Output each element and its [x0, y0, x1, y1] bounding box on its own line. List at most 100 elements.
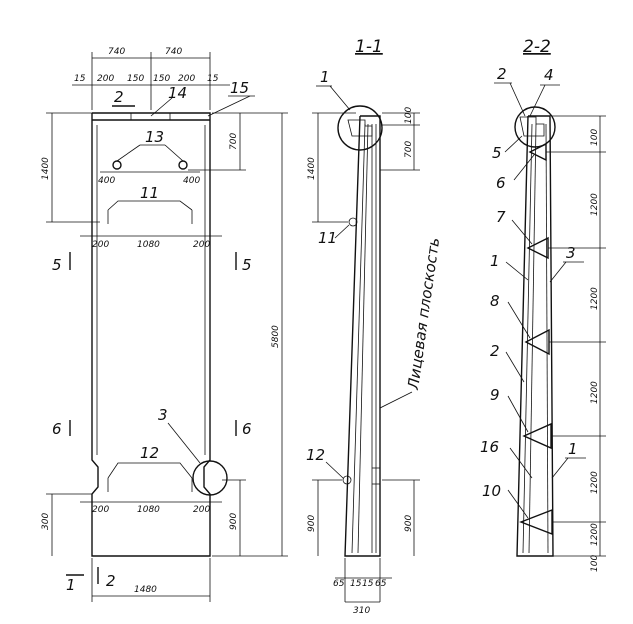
- section-2-label-1b: 1: [568, 440, 578, 458]
- section-2-2: 2-2 2 4 5 6 7 1 8 2 9 16: [480, 37, 606, 572]
- section-2-label-8: 8: [490, 292, 500, 310]
- section-2-label-1: 1: [490, 252, 500, 270]
- section-2-label-7: 7: [496, 208, 506, 226]
- section-1-profile-inner-2: [357, 123, 369, 554]
- section-1-dim-900-right: 900: [404, 515, 414, 532]
- section-2-label-7-leader: [511, 219, 533, 245]
- section-2-top-label: 2: [114, 88, 124, 106]
- label-13: 13: [145, 128, 164, 146]
- bottom-left-dim: 300: [41, 513, 51, 530]
- sub-dim-4: 200: [178, 74, 195, 84]
- pin-dim-upper-2: 200: [193, 240, 210, 250]
- section-1-detail-circle: [337, 105, 383, 151]
- section-2-detail-circle: [514, 106, 556, 148]
- hole-dim-right: 400: [183, 176, 200, 186]
- sub-dim-1: 200: [97, 74, 114, 84]
- section-1-pin-11: [348, 217, 358, 227]
- section-2-rib-8: [524, 328, 550, 356]
- right-dim-700: 700: [229, 133, 239, 150]
- section-5-left-label: 5: [52, 256, 62, 274]
- section-1-label: 1: [66, 576, 76, 594]
- section-1-1-title: 1-1: [355, 37, 383, 57]
- section-2-label-6: 6: [496, 174, 506, 192]
- section-2-label-10-leader: [507, 489, 529, 519]
- lifting-hole-right: [178, 160, 188, 170]
- section-1-profile-outer: [344, 115, 381, 557]
- pin-dim-lower-0: 200: [92, 505, 109, 515]
- section-2-label-6-leader: [513, 154, 535, 181]
- top-dim-left: 740: [108, 47, 125, 57]
- section-2-dim-5: 1200: [590, 523, 600, 546]
- right-dim-900: 900: [229, 513, 239, 530]
- section-2-label-1-leader: [505, 261, 529, 281]
- front-panel-outline: [91, 112, 211, 557]
- section-2-rib-10: [519, 508, 553, 536]
- label-14: 14: [168, 84, 187, 102]
- label-12-front: 12: [140, 444, 159, 462]
- right-dim-5800: 5800: [271, 325, 281, 348]
- section-1-label-11: 11: [318, 229, 337, 247]
- section-2-label-2b-leader: [505, 351, 525, 383]
- section-1-callout: Лицевая плоскость: [404, 236, 443, 391]
- section-2-label-1b-leader: [551, 457, 569, 479]
- sub-dim-2: 150: [127, 74, 144, 84]
- label-12-leader: [107, 462, 193, 479]
- section-2-label-3-leader: [549, 261, 567, 283]
- pin-dim-upper-1: 1080: [137, 240, 160, 250]
- hole-leader-right: [164, 144, 184, 162]
- section-2-rib-7: [526, 236, 549, 260]
- section-1-dim-700: 700: [404, 141, 414, 158]
- section-6-right-label: 6: [242, 420, 252, 438]
- section-2-top-profile: [519, 116, 545, 137]
- label-11: 11: [140, 184, 159, 202]
- section-1-label-12: 12: [306, 446, 325, 464]
- section-2-dim-1: 1200: [590, 193, 600, 216]
- section-1-dim-900-left: 900: [307, 515, 317, 532]
- label-3-leader: [167, 422, 201, 464]
- pin-dim-lower-1: 1080: [137, 505, 160, 515]
- section-1-bottom-total: 310: [353, 606, 370, 616]
- section-2-label-5-leader: [504, 135, 523, 153]
- section-1-label-12-leader: [325, 461, 344, 479]
- section-6-left-label: 6: [52, 420, 62, 438]
- section-1-pin-12: [342, 475, 352, 485]
- pin-dim-upper-0: 200: [92, 240, 109, 250]
- label-15: 15: [230, 79, 249, 97]
- section-2-label-2-leader: [509, 82, 526, 117]
- section-2-label-16: 16: [480, 438, 499, 456]
- left-dim-1400: 1400: [41, 157, 51, 180]
- section-1-bottom-dim-3: 65: [375, 579, 387, 589]
- label-3-front: 3: [158, 406, 168, 424]
- section-1-callout-leader: [379, 391, 413, 409]
- section-2-label-4-leader: [529, 84, 546, 117]
- front-view: 13 400 400 11 200 1080 200 12 200 1080 2…: [41, 47, 288, 602]
- detail-circle-3: [192, 460, 228, 496]
- section-2-label-10: 10: [482, 482, 501, 500]
- section-2-profile-inner-3: [545, 123, 549, 554]
- sub-dim-5: 15: [207, 74, 219, 84]
- section-2-dim-3: 1200: [590, 381, 600, 404]
- section-2-dim-0: 100: [590, 129, 600, 146]
- section-2-dim-4: 1200: [590, 471, 600, 494]
- section-1-profile-inner-1: [351, 123, 366, 554]
- sub-dim-0: 15: [74, 74, 86, 84]
- section-2-label-4: 4: [544, 66, 554, 84]
- section-1-label-1-leader: [329, 85, 351, 111]
- section-2-bottom-label: 2: [106, 572, 116, 590]
- section-2-profile-inner-1: [522, 123, 533, 554]
- section-2-label-16-leader: [509, 447, 533, 479]
- section-1-bottom-dim-2: 15: [362, 579, 374, 589]
- section-1-dim-1400: 1400: [307, 157, 317, 180]
- label-11-leader: [107, 200, 193, 211]
- section-2-label-8-leader: [507, 301, 531, 339]
- section-1-label-1: 1: [320, 68, 330, 86]
- section-2-label-3: 3: [566, 244, 576, 262]
- bottom-width-dim: 1480: [134, 585, 157, 595]
- section-1-bottom-dim-1: 15: [350, 579, 362, 589]
- section-1-dim-100: 100: [404, 107, 414, 124]
- hole-dim-left: 400: [98, 176, 115, 186]
- pin-dim-lower-2: 200: [193, 505, 210, 515]
- section-2-label-5: 5: [492, 144, 502, 162]
- section-2-label-9-leader: [507, 395, 529, 433]
